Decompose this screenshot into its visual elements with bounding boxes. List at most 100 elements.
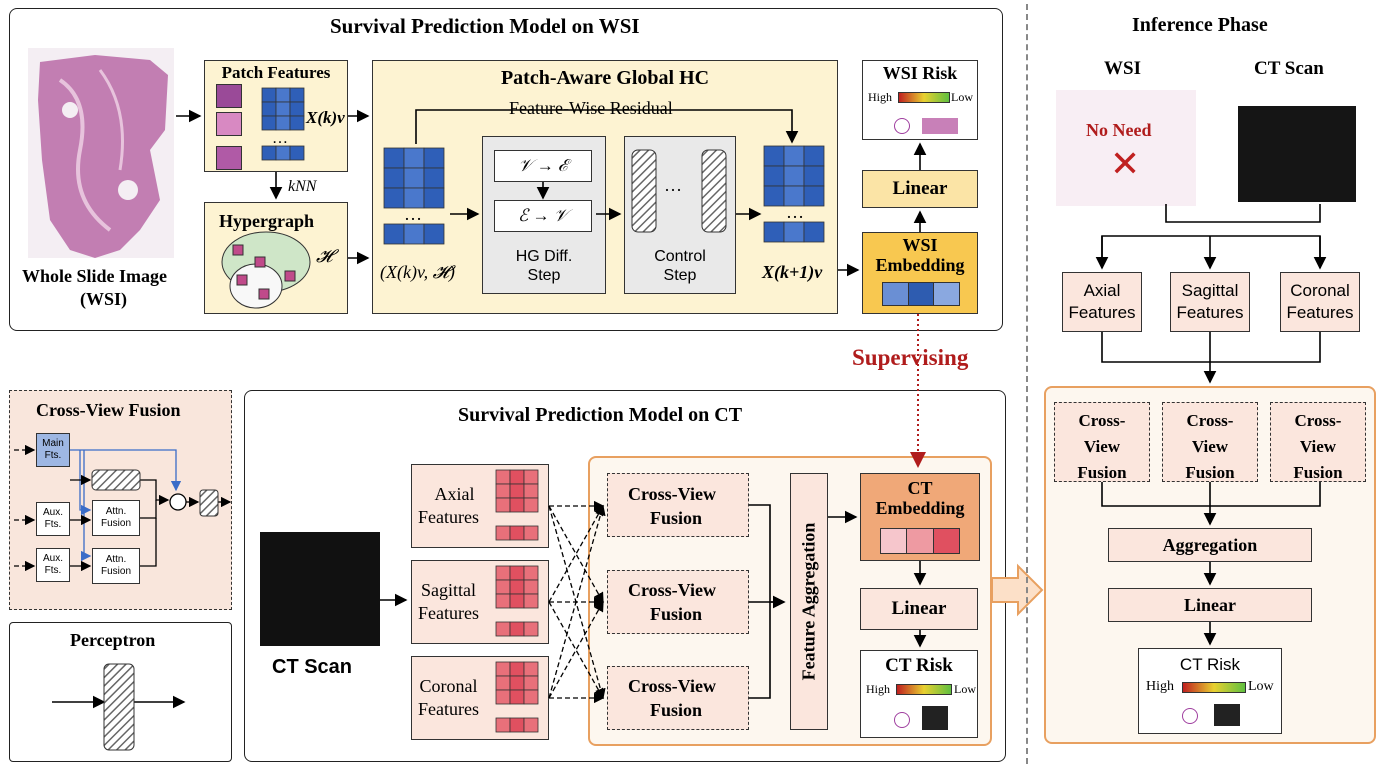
ct-cvf-box-2 (607, 570, 749, 634)
inf-cvf-3-l2: View (1299, 437, 1337, 456)
ct-coronal-l2: Features (418, 699, 479, 719)
inf-cvf-3: Cross- View Fusion (1270, 408, 1366, 486)
patch-thumb-1 (216, 84, 242, 108)
wsi-linear-box: Linear (862, 170, 978, 208)
ct-coronal-l1: Coronal (419, 676, 478, 696)
ct-embedding-l2: Embedding (875, 498, 965, 518)
inf-cvf-box-3 (1270, 402, 1366, 482)
hypergraph-label: Hypergraph (219, 211, 315, 231)
inf-axial-l2: Features (1068, 303, 1136, 322)
inference-wsi-label: WSI (1104, 58, 1141, 79)
ct-risk-gradient-bar (896, 684, 952, 695)
legend-attn2-l2: Fusion (100, 566, 131, 577)
wsi-model-panel (9, 8, 1003, 331)
legend-aux1-l2: Fts. (44, 519, 62, 530)
ct-risk-patient-icon (894, 712, 910, 728)
perceptron-title: Perceptron (70, 630, 156, 650)
ct-model-panel (244, 390, 1006, 762)
inf-cvf-box-1 (1054, 402, 1150, 482)
legend-attn-fusion-1: Attn.Fusion (92, 500, 140, 536)
inference-ct-image (1238, 106, 1356, 202)
wsi-risk-gradient-bar (898, 92, 950, 103)
ct-cvf-3-l2: Fusion (650, 700, 703, 720)
inf-cvf-3-l1: Cross- (1294, 411, 1342, 430)
inf-cvf-1-l1: Cross- (1078, 411, 1126, 430)
legend-attn1-l2: Fusion (100, 518, 131, 529)
legend-aux-fts-2: Aux.Fts. (36, 548, 70, 582)
inference-wsi-faded (1056, 90, 1196, 206)
ct-risk-high: High (866, 682, 890, 696)
patch-xv-label: X(k)v (306, 108, 345, 127)
hypergraph-drawing (221, 231, 311, 309)
legend-attn1-l1: Attn. (105, 506, 127, 517)
legend-aux-fts-1: Aux.Fts. (36, 502, 70, 536)
wsi-model-title: Survival Prediction Model on WSI (330, 14, 640, 38)
feature-aggregation-box: Feature Aggregation (790, 473, 828, 730)
hypergraph-h-symbol: 𝓗 (316, 246, 333, 266)
inf-cvf-2-l2: View (1191, 437, 1229, 456)
v-to-e-box: 𝒱 → ℰ (494, 150, 592, 182)
inf-coronal-l1: Coronal (1290, 281, 1350, 300)
perceptron-hatch (103, 663, 135, 751)
wsi-risk-patient-icon (894, 118, 910, 134)
inf-sagittal-l1: Sagittal (1181, 281, 1239, 300)
ct-linear-label: Linear (891, 598, 947, 619)
ct-cvf-2-l2: Fusion (650, 604, 703, 624)
inf-sagittal-l2: Features (1176, 303, 1244, 322)
inf-cvf-3-l3: Fusion (1293, 463, 1343, 482)
ct-sagittal-l2: Features (418, 603, 479, 623)
patch-grid-row (261, 145, 305, 161)
patch-features-label: Patch Features (221, 63, 331, 82)
ct-cvf-1-l2: Fusion (650, 508, 703, 528)
ct-risk-title: CT Risk (885, 655, 953, 676)
legend-attn2-l1: Attn. (105, 554, 127, 565)
ct-risk-scan-thumb (922, 706, 948, 730)
inf-cvf-1: Cross- View Fusion (1054, 408, 1150, 486)
ct-axial-l1: Axial (434, 484, 475, 504)
inf-risk-gradient-bar (1182, 682, 1246, 693)
hc-output-grid (763, 145, 825, 207)
no-need-label: No Need (1086, 120, 1152, 140)
inf-ct-risk-title: CT Risk (1179, 655, 1241, 674)
wsi-risk-high: High (868, 90, 892, 104)
patch-grid (261, 87, 305, 131)
wsi-risk-title: WSI Risk (882, 63, 958, 83)
inf-coronal-l2: Features (1286, 303, 1354, 322)
wsi-linear-label: Linear (892, 178, 948, 199)
ct-coronal-grid-row (495, 717, 539, 733)
no-need-cross-icon: ✕ (1110, 144, 1141, 184)
hg-diff-line1: HG Diff. (515, 248, 573, 265)
ct-embedding-l1: CT (907, 478, 933, 498)
legend-aux1-l1: Aux. (42, 507, 63, 518)
patch-thumb-2 (216, 112, 242, 136)
ct-sagittal-l1: Sagittal (420, 580, 476, 600)
inf-cvf-2-l3: Fusion (1185, 463, 1235, 482)
ct-sagittal-grid-row (495, 621, 539, 637)
ct-cvf-2-l1: Cross-View (628, 580, 716, 600)
legend-main-l1: Main (42, 438, 64, 449)
inf-risk-high: High (1146, 679, 1174, 694)
ct-axial-grid (495, 469, 539, 513)
wsi-caption-2: (WSI) (80, 289, 128, 309)
ct-linear-box: Linear (860, 588, 978, 630)
ct-cvf-3-l1: Cross-View (628, 676, 716, 696)
inf-cvf-1-l3: Fusion (1077, 463, 1127, 482)
inf-axial-l1: Axial (1083, 281, 1121, 300)
hg-diff-line2: Step (527, 267, 561, 284)
feature-wise-residual-label: Feature-Wise Residual (505, 98, 677, 119)
inf-cvf-box-2 (1162, 402, 1258, 482)
wsi-risk-low: Low (951, 90, 973, 104)
legend-out-hatch (199, 489, 219, 517)
hc-input-label: (X(k)v, 𝓗) (380, 262, 455, 282)
inf-aggregation-label: Aggregation (1162, 534, 1258, 555)
inf-risk-scan-thumb (1214, 704, 1240, 726)
inf-cvf-2-l1: Cross- (1186, 411, 1234, 430)
legend-aux2-l2: Fts. (44, 565, 62, 576)
ct-model-title: Survival Prediction Model on CT (458, 404, 743, 426)
wsi-risk-slide-thumb (922, 118, 958, 134)
hc-output-ellipsis: … (786, 202, 804, 222)
